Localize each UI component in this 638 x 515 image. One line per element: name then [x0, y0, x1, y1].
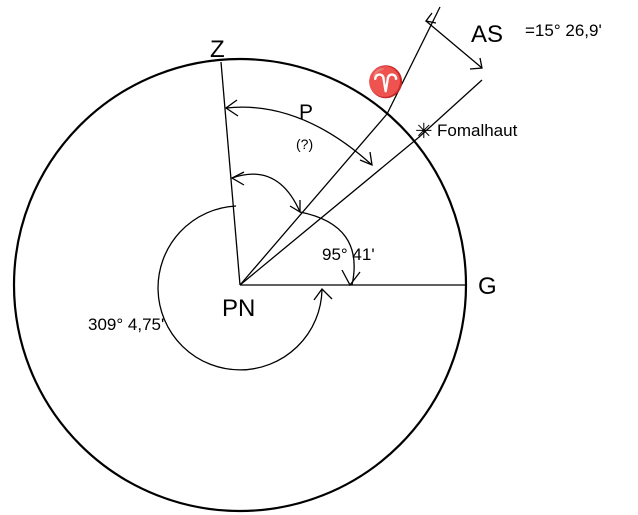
- as-bracket-arrow-bottom: [469, 57, 483, 70]
- label-fomalhaut: Fomalhaut: [437, 121, 518, 140]
- label-pn: PN: [222, 295, 255, 322]
- label-as: AS: [471, 21, 503, 48]
- label-as-value: =15° 26,9': [525, 21, 602, 40]
- label-zenith: Z: [210, 36, 225, 63]
- fomalhaut-extension-line: [417, 79, 483, 139]
- arc-p-arrow-right: [359, 151, 373, 167]
- label-g: G: [478, 273, 497, 300]
- label-angle-95-41: 95° 41': [322, 245, 375, 264]
- as-bracket-arrow-top: [424, 12, 437, 24]
- as-bracket-line: [425, 20, 483, 69]
- label-p-question: (?): [296, 136, 313, 152]
- arc-p-arrow-left: [224, 99, 239, 117]
- arc-95-arrow: [341, 269, 361, 287]
- fomalhaut-star: ✳: [415, 120, 433, 143]
- arc-309-475: [157, 205, 323, 371]
- arc-zf-arrow-left: [230, 171, 245, 186]
- line-pn-to-fomalhaut: [239, 137, 419, 286]
- line-pn-to-z: [220, 61, 241, 286]
- label-angle-309-475: 309° 4,75': [88, 315, 164, 334]
- line-pn-to-aries: [239, 113, 388, 286]
- arc-95-41: [299, 211, 355, 286]
- label-p: P: [299, 101, 313, 124]
- aries-symbol: ♈: [367, 64, 404, 99]
- arc-p: [225, 106, 373, 166]
- arc-309-arrow: [313, 288, 333, 301]
- arc-z-to-fomalhaut: [231, 173, 301, 213]
